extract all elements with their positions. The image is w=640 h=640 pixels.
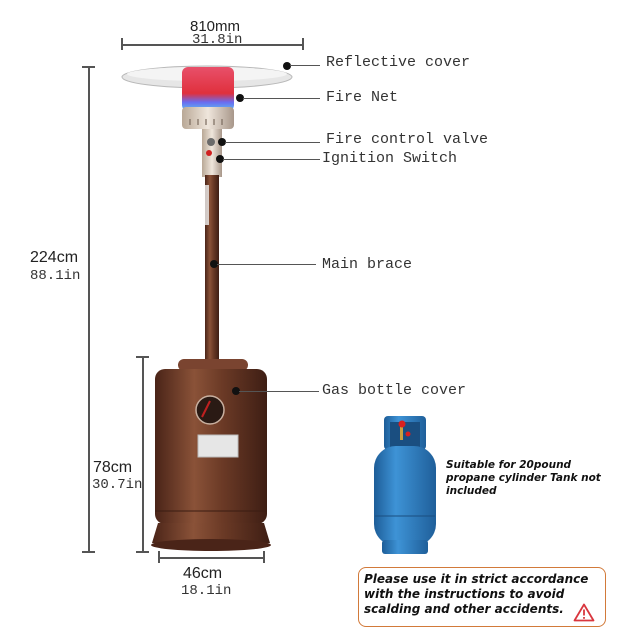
base-width-cm-label: 46cm (183, 565, 223, 582)
label-fire-control-valve: Fire control valve (326, 131, 489, 148)
base-height-dimension-line (142, 356, 144, 552)
base-width-tick-left (158, 551, 160, 563)
label-ignition-switch: Ignition Switch (322, 150, 458, 167)
tank-note: Suitable for 20pound propane cylinder Ta… (446, 459, 601, 497)
width-in-label: 31.8in (192, 32, 243, 48)
height-dimension-line (88, 66, 90, 552)
fire-net-leader (243, 98, 320, 100)
label-fire-net: Fire Net (326, 89, 399, 106)
width-dimension-line (121, 44, 303, 46)
reflective-cover-dot (283, 62, 291, 70)
base-width-tick-right (263, 551, 265, 563)
warning-triangle-icon (573, 603, 595, 622)
base-height-cm-label: 78cm (93, 459, 133, 476)
width-dimension-tick-right (302, 38, 304, 50)
label-reflective-cover: Reflective cover (326, 54, 471, 71)
base-height-tick-top (136, 356, 149, 358)
base-height-in-label: 30.7in (92, 477, 143, 493)
patio-heater-illustration (121, 65, 293, 551)
warning-text: Please use it in strict accordance with … (364, 572, 589, 616)
warning-box (358, 567, 606, 627)
height-cm-label: 224cm (30, 249, 79, 266)
base-height-tick-bottom (136, 551, 149, 553)
base-width-in-label: 18.1in (181, 583, 232, 599)
height-dimension-tick-bottom (82, 551, 95, 553)
ignition-switch-leader (223, 159, 320, 161)
fire-control-valve-leader (225, 142, 320, 144)
label-gas-bottle-cover: Gas bottle cover (322, 382, 467, 399)
height-dimension-tick-top (82, 66, 95, 68)
fire-control-valve-dot (218, 138, 226, 146)
height-in-label: 88.1in (30, 268, 81, 284)
main-brace-dot (210, 260, 218, 268)
gas-bottle-cover-dot (232, 387, 240, 395)
main-brace-leader (217, 264, 316, 266)
base-width-dimension-line (158, 557, 264, 559)
fire-net-dot (236, 94, 244, 102)
propane-tank-illustration (374, 416, 436, 554)
gas-bottle-cover-leader (239, 391, 319, 393)
width-dimension-tick-left (121, 38, 123, 50)
width-cm-label: 810mm (190, 18, 241, 35)
ignition-switch-dot (216, 155, 224, 163)
label-main-brace: Main brace (322, 256, 413, 273)
reflective-cover-leader (290, 65, 320, 67)
